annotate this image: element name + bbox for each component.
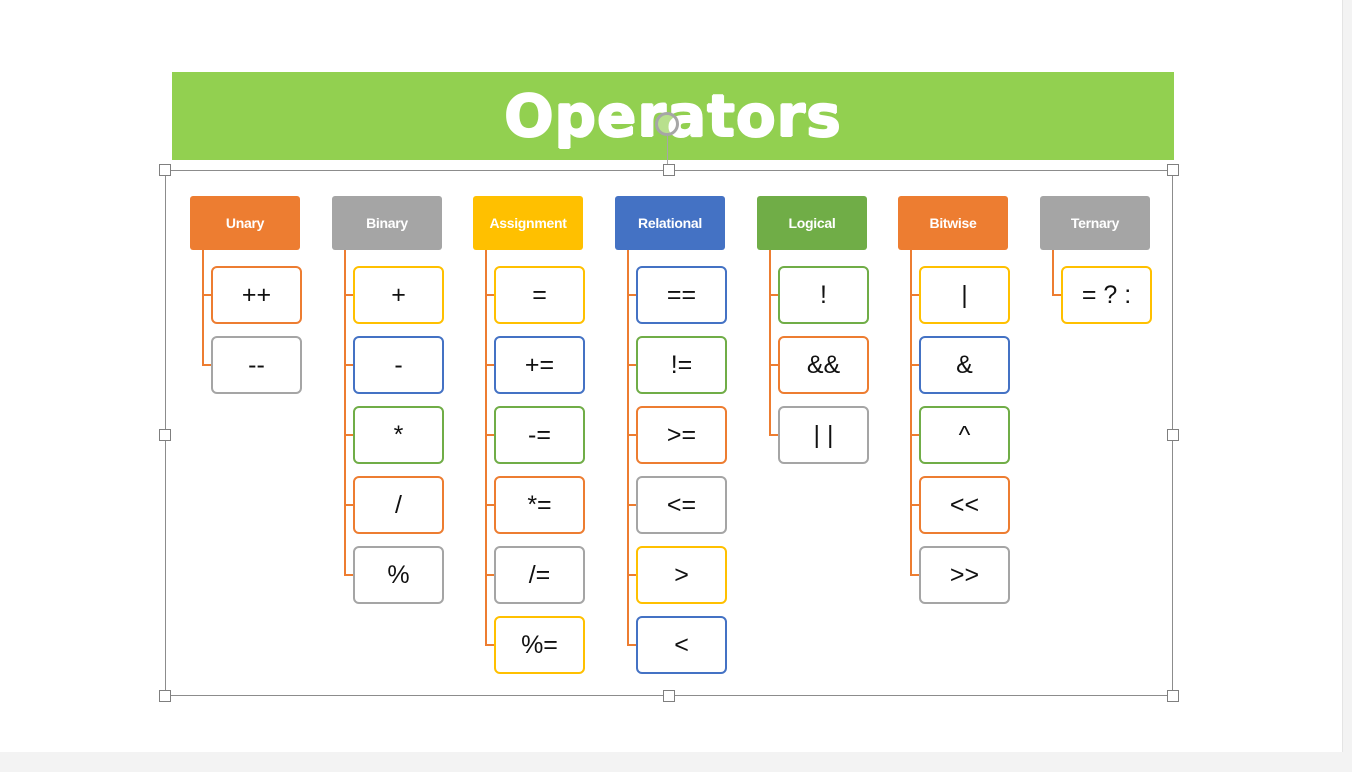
category-column-assignment: Assignment = += -= *= /= %=: [473, 196, 615, 686]
operator-box[interactable]: ==: [636, 266, 727, 324]
connector-trunk: [627, 250, 629, 646]
status-bar: [0, 752, 1352, 772]
resize-handle-bottom-right[interactable]: [1167, 690, 1179, 702]
resize-handle-middle-right[interactable]: [1167, 429, 1179, 441]
resize-handle-top-right[interactable]: [1167, 164, 1179, 176]
resize-handle-top-left[interactable]: [159, 164, 171, 176]
operator-box[interactable]: *: [353, 406, 444, 464]
connector-trunk: [485, 250, 487, 646]
resize-handle-middle-left[interactable]: [159, 429, 171, 441]
operator-box[interactable]: >=: [636, 406, 727, 464]
connector-trunk: [1052, 250, 1054, 296]
operator-box[interactable]: <: [636, 616, 727, 674]
operator-box[interactable]: ^: [919, 406, 1010, 464]
rotate-handle-icon[interactable]: [655, 112, 679, 136]
operator-box[interactable]: %=: [494, 616, 585, 674]
operator-box[interactable]: <=: [636, 476, 727, 534]
category-column-binary: Binary + - * /%: [332, 196, 474, 686]
operator-box[interactable]: <<: [919, 476, 1010, 534]
category-column-unary: Unary ++ --: [190, 196, 332, 686]
operator-box[interactable]: *=: [494, 476, 585, 534]
operator-box[interactable]: --: [211, 336, 302, 394]
operator-box[interactable]: /=: [494, 546, 585, 604]
category-column-logical: Logical! && | |: [757, 196, 899, 686]
operator-box[interactable]: &&: [778, 336, 869, 394]
category-column-bitwise: Bitwise | & ^ << >>: [898, 196, 1040, 686]
operator-box[interactable]: +: [353, 266, 444, 324]
operator-box[interactable]: | |: [778, 406, 869, 464]
operator-box[interactable]: +=: [494, 336, 585, 394]
operator-box[interactable]: |: [919, 266, 1010, 324]
connector-trunk: [910, 250, 912, 576]
operator-box[interactable]: >>: [919, 546, 1010, 604]
resize-handle-bottom-left[interactable]: [159, 690, 171, 702]
operator-box[interactable]: !: [778, 266, 869, 324]
operator-box[interactable]: /: [353, 476, 444, 534]
operator-box[interactable]: =: [494, 266, 585, 324]
category-header[interactable]: Binary: [332, 196, 442, 250]
operator-box[interactable]: -=: [494, 406, 585, 464]
category-header[interactable]: Relational: [615, 196, 725, 250]
operator-box[interactable]: %: [353, 546, 444, 604]
resize-handle-top-center[interactable]: [663, 164, 675, 176]
connector-trunk: [769, 250, 771, 436]
operator-box[interactable]: ++: [211, 266, 302, 324]
operator-box[interactable]: -: [353, 336, 444, 394]
category-header[interactable]: Logical: [757, 196, 867, 250]
category-column-relational: Relational == != >= <= > <: [615, 196, 757, 686]
operator-box[interactable]: = ? :: [1061, 266, 1152, 324]
connector-trunk: [344, 250, 346, 576]
slide-canvas: Operators Unary++--Binary+-*/%Assignment…: [159, 72, 1182, 702]
operator-box[interactable]: &: [919, 336, 1010, 394]
vertical-scrollbar[interactable]: [1342, 0, 1352, 752]
operator-box[interactable]: >: [636, 546, 727, 604]
category-column-ternary: Ternary = ? :: [1040, 196, 1182, 686]
connector-trunk: [202, 250, 204, 366]
category-header[interactable]: Assignment: [473, 196, 583, 250]
category-header[interactable]: Unary: [190, 196, 300, 250]
category-header[interactable]: Ternary: [1040, 196, 1150, 250]
operator-box[interactable]: !=: [636, 336, 727, 394]
rotate-handle-stem: [667, 136, 668, 170]
category-header[interactable]: Bitwise: [898, 196, 1008, 250]
resize-handle-bottom-center[interactable]: [663, 690, 675, 702]
